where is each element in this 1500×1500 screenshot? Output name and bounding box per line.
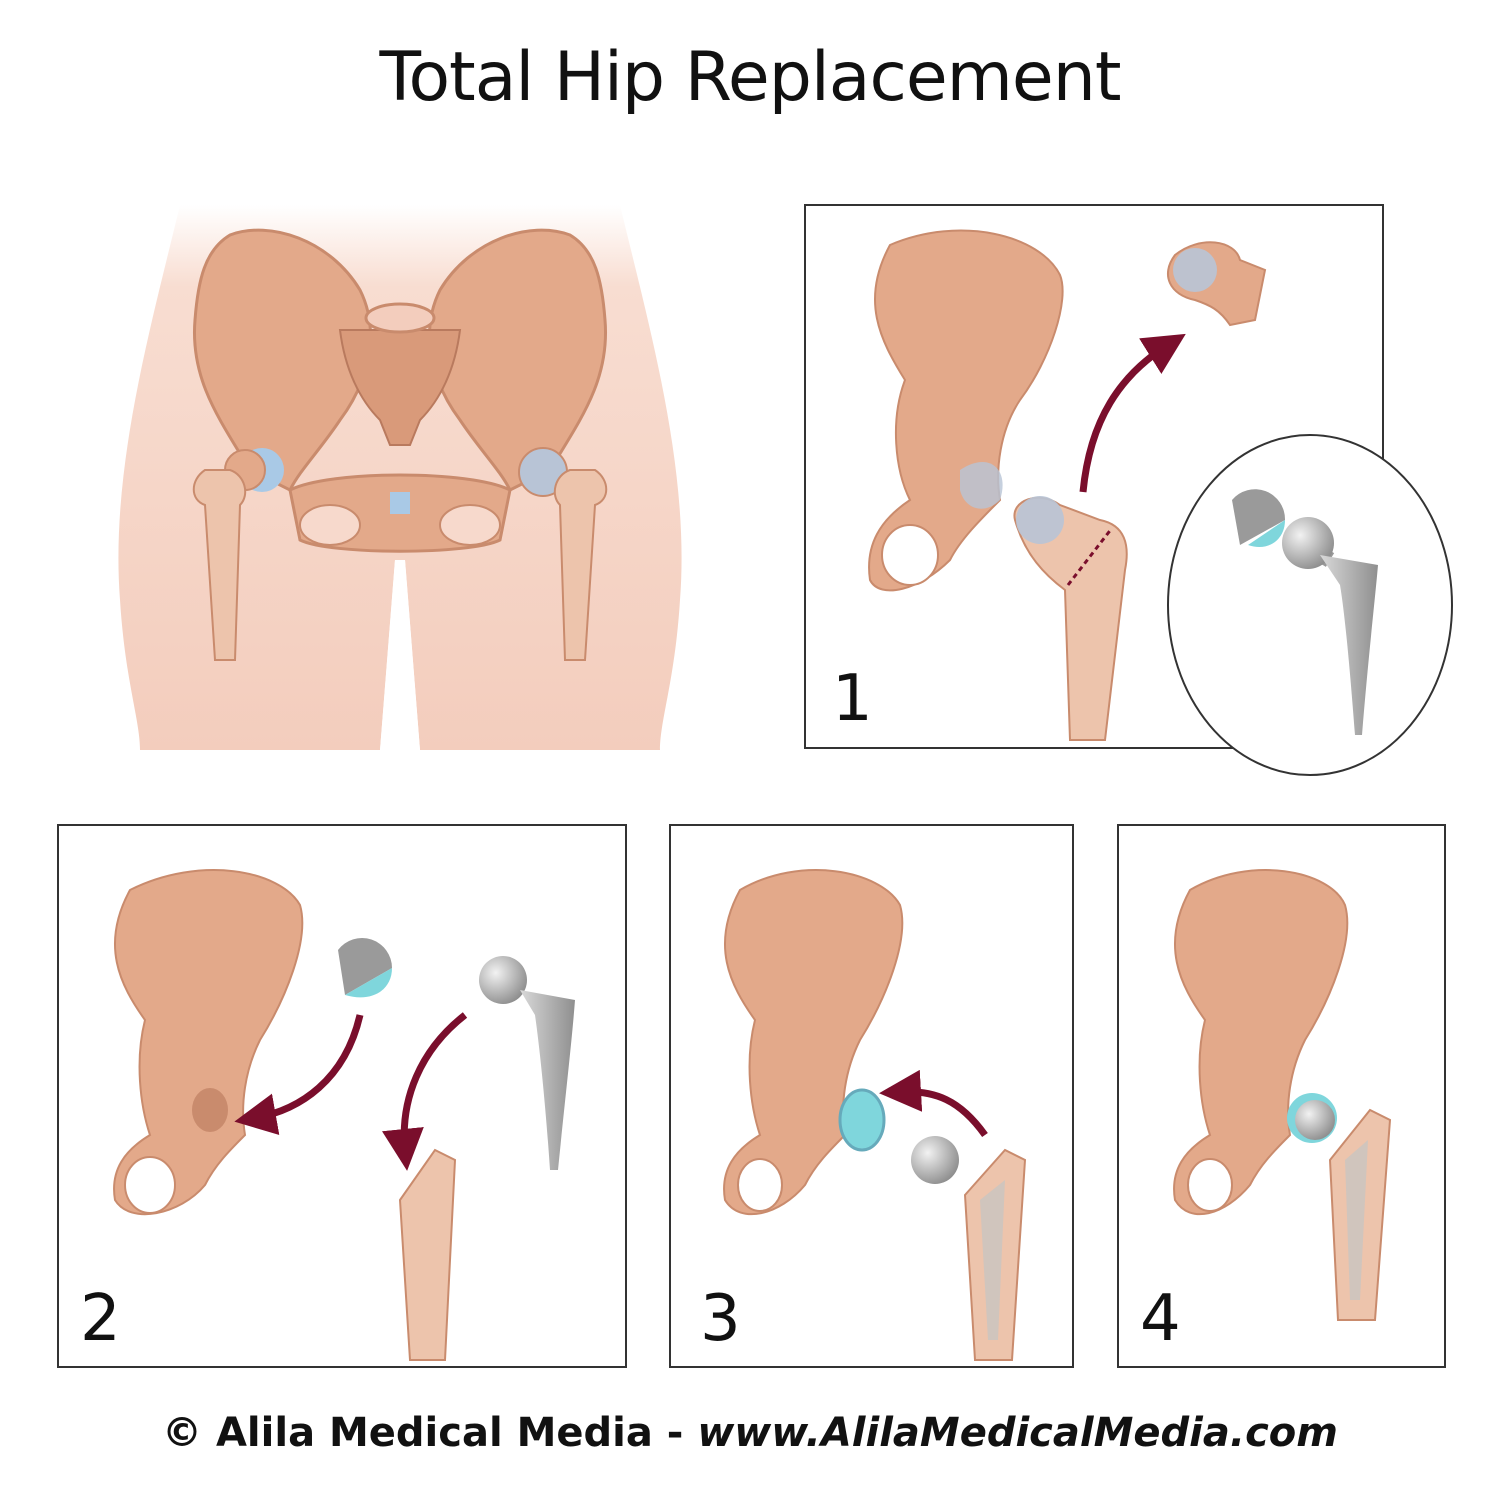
copyright-credit: © Alila Medical Media - xyxy=(162,1410,698,1456)
copyright-footer: © Alila Medical Media - www.AlilaMedical… xyxy=(0,1410,1500,1456)
page-title: Total Hip Replacement xyxy=(379,38,1121,117)
implant-callout xyxy=(1167,434,1453,776)
hip-bone xyxy=(868,229,1064,592)
right-femur xyxy=(553,469,608,661)
left-iliac-wing xyxy=(192,228,372,493)
website-url: www.AlilaMedicalMedia.com xyxy=(697,1410,1338,1456)
panel-2: 2 xyxy=(57,824,627,1368)
removal-arrow xyxy=(1079,333,1186,493)
panel-3-number: 3 xyxy=(700,1282,741,1356)
panel-4: 4 xyxy=(1117,824,1446,1368)
cut-femur xyxy=(398,1148,457,1361)
left-femur xyxy=(192,469,247,661)
hip-bone-2 xyxy=(113,869,304,1216)
right-iliac-wing xyxy=(428,228,608,493)
cup-arrow xyxy=(234,1014,364,1135)
panel-4-number: 4 xyxy=(1140,1282,1181,1356)
panel-1-number: 1 xyxy=(832,662,873,736)
acetabular-cup xyxy=(1232,489,1286,545)
pelvis-overview xyxy=(118,205,682,750)
panel-3: 3 xyxy=(669,824,1074,1368)
sacrum xyxy=(338,329,462,446)
insert-arrow xyxy=(879,1069,988,1138)
femoral-stem xyxy=(1320,555,1378,735)
stem-arrow xyxy=(382,1012,468,1171)
panel-2-number: 2 xyxy=(80,1282,121,1356)
cut-line xyxy=(1066,527,1114,586)
